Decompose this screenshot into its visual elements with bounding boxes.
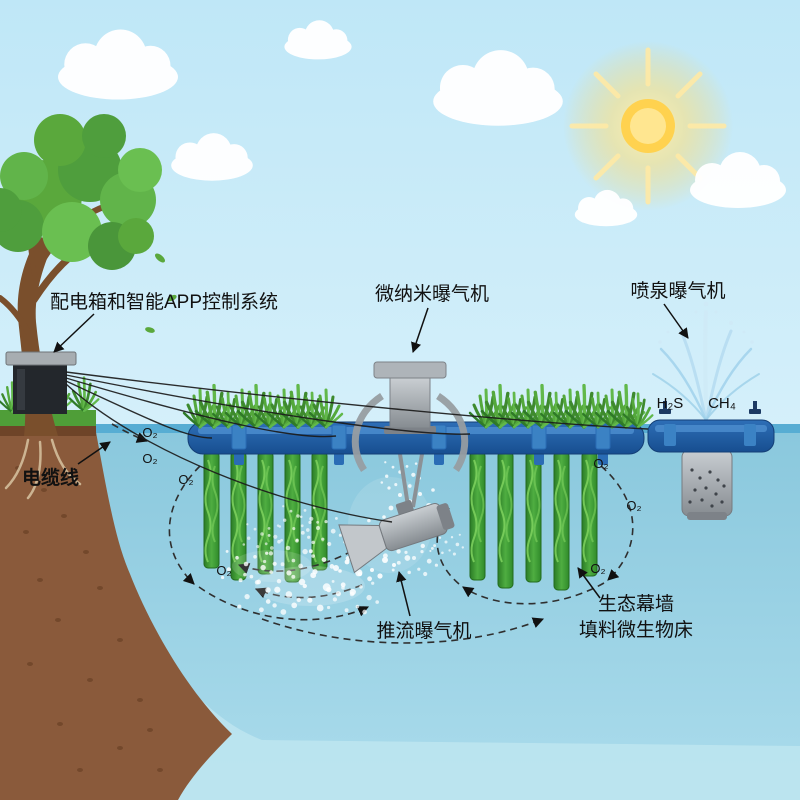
annotation-arrow (663, 303, 689, 339)
annotation-arrow (77, 441, 111, 465)
falling-leaves (145, 253, 177, 333)
label-h2s: H₂S (657, 395, 684, 412)
label-control-system: 配电箱和智能APP控制系统 (50, 291, 278, 313)
control-box (5, 351, 77, 414)
tree-roots (4, 438, 82, 500)
fountain-float (647, 401, 775, 453)
cable-lines (65, 371, 649, 523)
aeration-cylinder (681, 449, 733, 520)
micro-nano-aerator (351, 361, 469, 472)
label-o2: O₂ (593, 456, 608, 471)
fountain-spray (652, 310, 760, 422)
annotation-arrow (396, 570, 411, 617)
label-o2: O₂ (590, 561, 605, 576)
fountain-aerator (647, 301, 775, 520)
annotation-arrow (577, 567, 601, 599)
label-o2: O₂ (178, 472, 193, 487)
eco-panel (497, 451, 514, 589)
label-micro-nano-aerator: 微纳米曝气机 (375, 283, 489, 305)
label-cable: 电缆线 (22, 466, 79, 489)
label-fountain-aerator: 喷泉曝气机 (630, 280, 725, 302)
thruster-aerator (338, 500, 455, 574)
label-o2: O₂ (142, 451, 157, 466)
eco-panel (525, 451, 542, 583)
label-eco-wall: 生态幕墙 (598, 593, 674, 615)
spray-droplets (658, 301, 754, 344)
label-o2: O₂ (142, 425, 157, 440)
annotation-arrow (53, 313, 95, 353)
label-o2: O₂ (216, 563, 231, 578)
annotation-arrow (411, 307, 429, 353)
label-bio-bed: 填料微生物床 (579, 619, 693, 641)
label-ch4: CH₄ (708, 395, 736, 412)
mount-rods (398, 453, 424, 508)
label-thruster-aerator: 推流曝气机 (376, 620, 471, 642)
tree-foliage (0, 114, 162, 270)
annotations: 配电箱和智能APP控制系统 微纳米曝气机 喷泉曝气机 电缆线 推流曝气机 生态幕… (22, 280, 736, 642)
main-float (187, 421, 645, 465)
label-o2: O₂ (626, 498, 641, 513)
